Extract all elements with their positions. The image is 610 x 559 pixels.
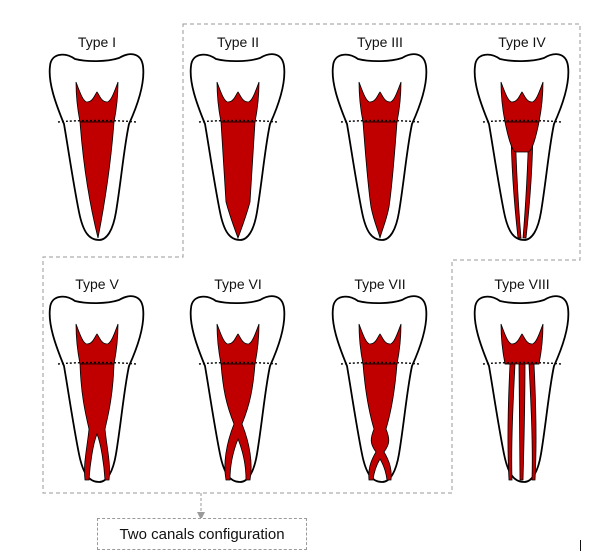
- root-canal: [504, 121, 540, 153]
- tooth-1: [48, 53, 145, 241]
- tooth-6: [189, 295, 286, 483]
- tooth-8: [473, 295, 570, 483]
- edge-mark: [580, 540, 581, 551]
- root-canal: [220, 363, 256, 481]
- tooth-4: [473, 53, 570, 241]
- root-canal: [522, 121, 539, 239]
- cementoenamel-junction-line: [57, 361, 137, 365]
- root-canal: [220, 121, 256, 240]
- root-canal: [362, 363, 398, 481]
- type-label-2: Type II: [216, 34, 260, 50]
- type-label-3: Type III: [357, 34, 403, 50]
- tooth-7: [331, 295, 428, 483]
- tooth-3: [331, 53, 428, 241]
- type-label-5: Type V: [75, 276, 119, 292]
- tooth-5: [48, 295, 145, 483]
- type-label-7: Type VII: [354, 276, 406, 292]
- root-canal: [362, 121, 398, 239]
- root-canal: [505, 121, 522, 239]
- cementoenamel-junction-line: [340, 361, 420, 365]
- type-label-4: Type IV: [498, 34, 546, 50]
- root-canal: [505, 363, 516, 481]
- cementoenamel-junction-line: [340, 119, 420, 123]
- group-label-text: Two canals configuration: [119, 525, 285, 543]
- root-canal: [79, 121, 115, 239]
- root-canal: [528, 363, 539, 481]
- cementoenamel-junction-line: [482, 361, 562, 365]
- cementoenamel-junction-line: [198, 361, 278, 365]
- cementoenamel-junction-line: [57, 119, 137, 123]
- tooth-2: [189, 53, 286, 241]
- root-canal: [79, 363, 115, 481]
- cementoenamel-junction-line: [482, 119, 562, 123]
- type-label-1: Type I: [77, 34, 117, 50]
- two-canal-group-outline: [42, 23, 581, 494]
- root-canal: [518, 363, 526, 481]
- type-label-6: Type VI: [214, 276, 262, 292]
- type-label-8: Type VIII: [494, 276, 550, 292]
- two-canals-configuration-label: Two canals configuration: [97, 518, 307, 550]
- cementoenamel-junction-line: [198, 119, 278, 123]
